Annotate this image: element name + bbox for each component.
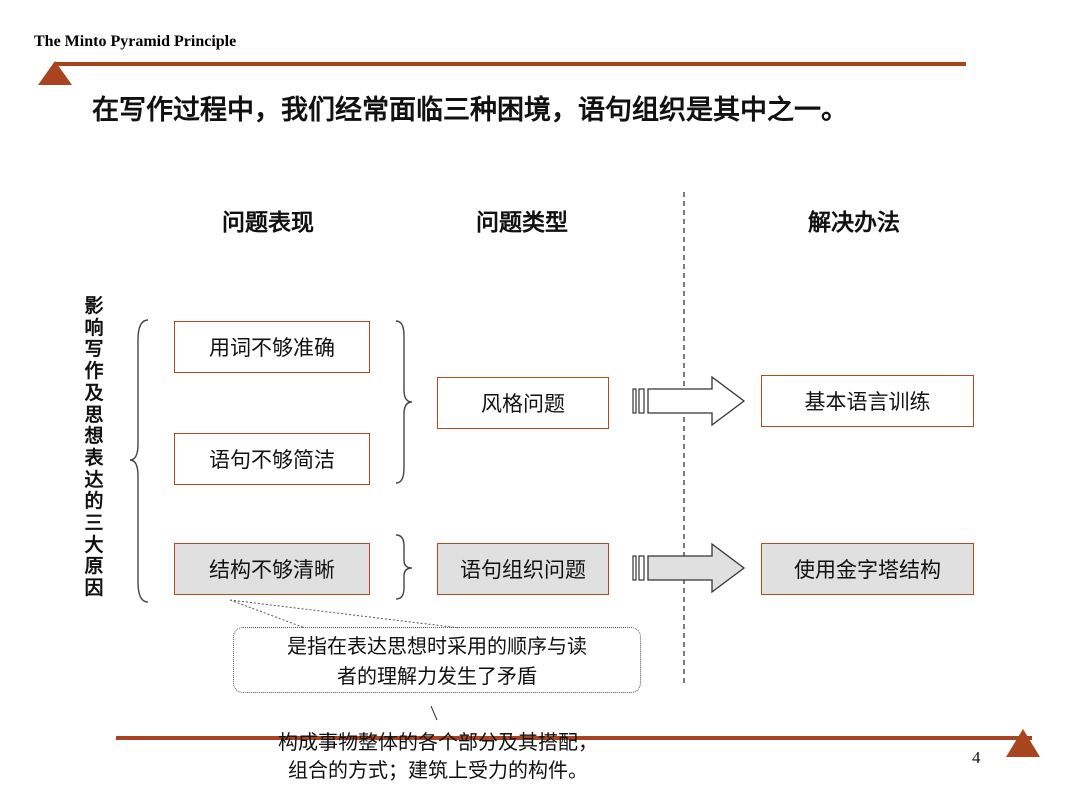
triangle-logo-icon <box>38 61 72 85</box>
solution-box-language-training: 基本语言训练 <box>761 375 974 427</box>
column-header-type: 问题类型 <box>476 210 568 236</box>
symptom-box-structure: 结构不够清晰 <box>174 543 370 595</box>
solution-label: 使用金字塔结构 <box>794 558 941 582</box>
note-line: 构成事物整体的各个部分及其搭配， <box>278 730 598 754</box>
column-header-solution: 解决办法 <box>808 210 900 236</box>
side-label-char: 响 <box>84 316 104 339</box>
type-label: 风格问题 <box>481 392 565 416</box>
header-rule <box>56 62 966 66</box>
side-label-char: 三 <box>84 512 104 535</box>
callout-pointer <box>229 599 461 629</box>
side-label-char: 及 <box>84 381 104 404</box>
symptom-box-conciseness: 语句不够简洁 <box>174 433 370 485</box>
slide-title: 在写作过程中，我们经常面临三种困境，语句组织是其中之一。 <box>92 95 848 126</box>
solution-box-pyramid-structure: 使用金字塔结构 <box>761 543 974 595</box>
symptom-box-wording: 用词不够准确 <box>174 321 370 373</box>
symptom-label: 语句不够简洁 <box>209 448 335 472</box>
side-label-char: 影 <box>84 295 104 317</box>
dashed-divider <box>683 192 685 686</box>
header-title: The Minto Pyramid Principle <box>34 33 237 50</box>
side-label-char: 想 <box>84 425 104 448</box>
solution-label: 基本语言训练 <box>804 390 931 414</box>
note-line: 组合的方式；建筑上受力的构件。 <box>288 758 588 782</box>
side-label-char: 思 <box>84 403 104 426</box>
callout-line: 者的理解力发生了矛盾 <box>337 664 537 688</box>
symptom-label: 用词不够准确 <box>209 336 335 360</box>
callout-definition: 是指在表达思想时采用的顺序与读 者的理解力发生了矛盾 <box>233 627 641 693</box>
side-label-char: 因 <box>84 577 104 600</box>
page-number: 4 <box>972 748 981 767</box>
side-label-char: 表 <box>84 446 104 469</box>
type-box-style: 风格问题 <box>437 377 609 429</box>
arrow-right-icon <box>632 542 746 594</box>
side-label-char: 的 <box>84 490 104 513</box>
right-brace-style <box>395 320 413 484</box>
column-header-symptom: 问题表现 <box>222 210 314 236</box>
side-label-char: 原 <box>84 555 104 578</box>
left-brace <box>129 319 149 603</box>
side-label-char: 达 <box>84 468 104 491</box>
right-brace-structure <box>395 534 413 600</box>
side-label-char: 写 <box>84 338 104 361</box>
definition-note: 构成事物整体的各个部分及其搭配， 组合的方式；建筑上受力的构件。 <box>238 728 638 784</box>
symptom-label: 结构不够清晰 <box>209 558 335 582</box>
side-label: 影 响 写 作 及 思 想 表 达 的 三 大 原 因 <box>80 295 108 600</box>
type-label: 语句组织问题 <box>460 558 586 582</box>
triangle-footer-icon <box>1006 729 1040 757</box>
arrow-right-icon <box>632 375 746 427</box>
type-box-sentence-organization: 语句组织问题 <box>437 543 609 595</box>
side-label-char: 大 <box>84 533 104 556</box>
footer-rule <box>116 736 1032 740</box>
note-connector <box>430 705 438 721</box>
side-label-char: 作 <box>84 360 104 383</box>
callout-line: 是指在表达思想时采用的顺序与读 <box>287 634 587 658</box>
